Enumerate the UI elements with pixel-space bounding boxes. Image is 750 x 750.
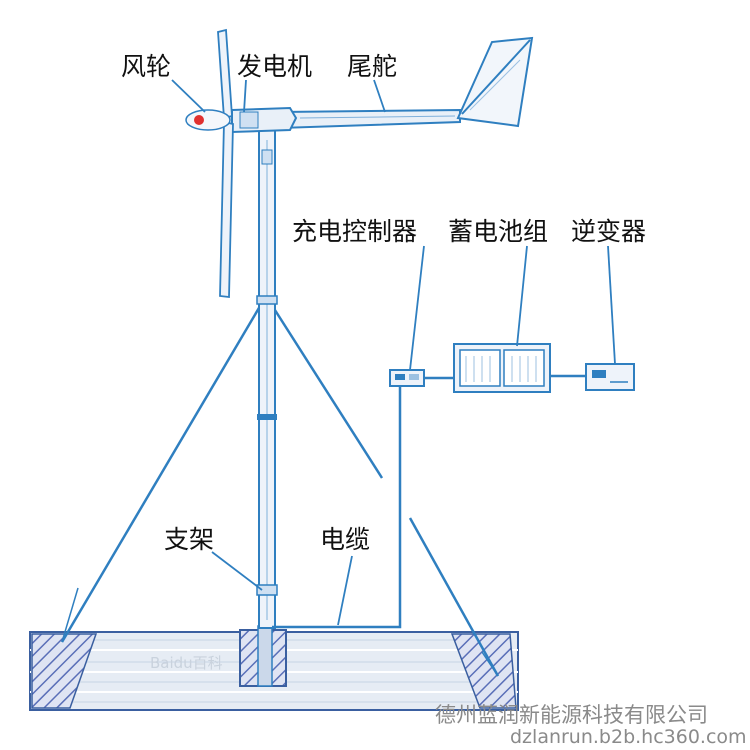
- tail-boom: [279, 108, 461, 130]
- mast-foundation: [239, 625, 287, 687]
- labels: 风轮 发电机 尾舵 充电控制器 蓄电池组 逆变器 支架 电缆: [121, 52, 646, 554]
- charge-controller-box: [389, 369, 425, 387]
- label-inverter: 逆变器: [571, 217, 646, 246]
- company-watermark: 德州蓝润新能源科技有限公司: [435, 703, 708, 727]
- rotor: [185, 28, 234, 299]
- label-charge-controller: 充电控制器: [292, 217, 417, 246]
- leader-lines: [171, 79, 616, 626]
- guy-wires: [60, 295, 500, 677]
- battery-bank-box: [453, 343, 551, 393]
- right-anchor-foundation: [450, 633, 517, 709]
- label-rotor: 风轮: [121, 52, 171, 81]
- mast: [256, 127, 278, 629]
- url-watermark: dzlanrun.b2b.hc360.com: [510, 726, 747, 748]
- rotor-nose-cone: [194, 115, 204, 125]
- label-cable: 电缆: [320, 525, 370, 554]
- generator: [231, 106, 298, 134]
- cable-run: [272, 374, 586, 629]
- label-generator: 发电机: [237, 52, 312, 81]
- tail-vane: [456, 36, 534, 128]
- label-tail-vane: 尾舵: [347, 52, 397, 81]
- label-battery-bank: 蓄电池组: [448, 217, 548, 246]
- baidu-watermark: Baidu百科: [150, 654, 223, 672]
- label-support: 支架: [164, 525, 214, 554]
- left-anchor-foundation: [31, 633, 98, 709]
- inverter-box: [585, 363, 635, 391]
